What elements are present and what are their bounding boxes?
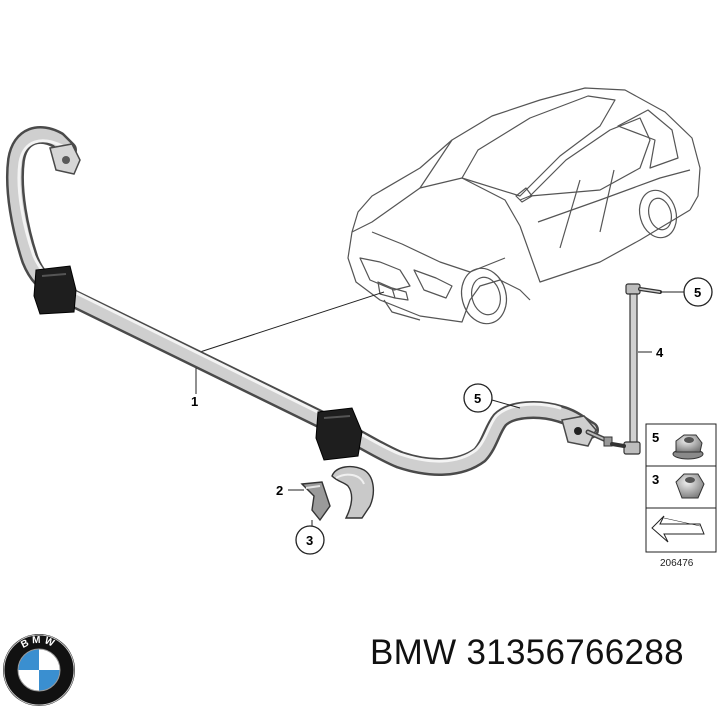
callout-3: 3	[295, 520, 325, 555]
callout-5-top-label: 5	[694, 285, 701, 300]
legend-item-5-label: 5	[652, 430, 659, 445]
diagram-ref-number: 206476	[660, 558, 694, 569]
leader-line-car	[199, 291, 385, 353]
link-rod	[610, 283, 662, 455]
parts-legend: 5 3	[645, 423, 717, 553]
callout-3-label: 3	[306, 533, 313, 548]
svg-text:BMW: BMW	[19, 635, 58, 651]
hex-nut-icon	[675, 473, 705, 499]
bushing-part	[331, 465, 375, 519]
stabilizer-bar	[5, 125, 599, 476]
bar-bushing-left	[33, 265, 77, 315]
bar-end-bolt	[585, 429, 613, 447]
callout-1-label: 1	[191, 394, 198, 409]
bracket-part	[300, 481, 331, 522]
callout-2: 2	[276, 483, 304, 498]
bmw-logo-icon: BMW	[3, 634, 75, 706]
callout-4: 4	[638, 345, 664, 360]
brand-name: BMW	[370, 633, 457, 672]
car-outline	[347, 87, 701, 325]
callout-5-mid: 5	[463, 383, 521, 413]
callout-1: 1	[191, 368, 198, 409]
arrow-icon	[651, 515, 705, 543]
flange-nut-icon	[672, 434, 704, 460]
callout-4-label: 4	[656, 345, 664, 360]
bar-bushing-right	[315, 407, 363, 461]
part-number: 31356766288	[466, 633, 684, 672]
callout-2-label: 2	[276, 483, 283, 498]
legend-item-3-label: 3	[652, 472, 659, 487]
callout-5-top: 5	[660, 277, 713, 307]
callout-5-mid-label: 5	[474, 391, 481, 406]
